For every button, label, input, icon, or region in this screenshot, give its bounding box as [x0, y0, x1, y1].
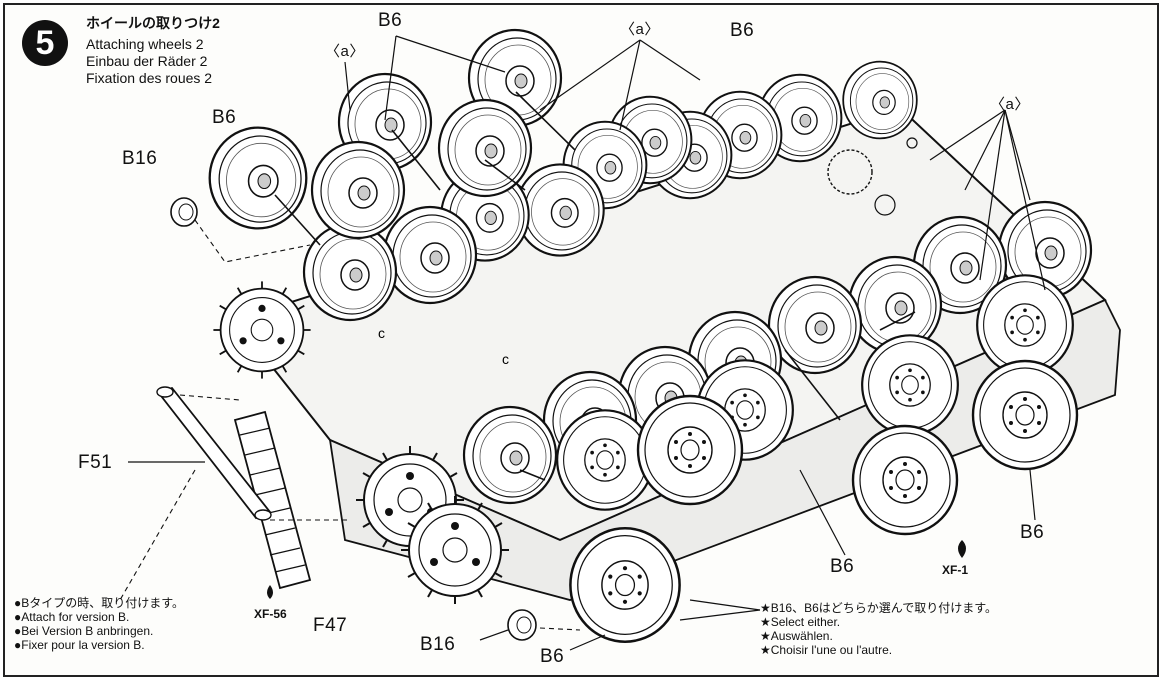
track-part-f47	[233, 410, 312, 590]
note-select-either: ★B16、B6はどちらか選んで取り付けます。 ★Select either. ★…	[760, 601, 997, 657]
note-version-b-de: ●Bei Version B anbringen.	[14, 624, 154, 638]
note-select-en: ★Select either.	[760, 615, 841, 629]
note-version-b-en: ●Attach for version B.	[14, 610, 130, 624]
step-title-fr: Fixation des roues 2	[86, 70, 213, 86]
note-select-de: ★Auswählen.	[760, 629, 833, 643]
step-title-de: Einbau der Räder 2	[86, 53, 208, 69]
label-b6-bottom-center: B6	[830, 556, 855, 577]
label-b6-left: B6	[212, 107, 237, 128]
label-b6-bottom: B6	[540, 646, 565, 667]
paint-drops	[267, 540, 966, 599]
hub-caps	[170, 197, 537, 641]
note-version-b: ●Bタイプの時、取り付けます。 ●Attach for version B. ●…	[14, 596, 184, 652]
dashed-guides	[119, 219, 581, 631]
step-title-en: Attaching wheels 2	[86, 36, 204, 52]
note-version-b-jp: ●Bタイプの時、取り付けます。	[14, 596, 185, 610]
note-select-jp: ★B16、B6はどちらか選んで取り付けます。	[760, 601, 997, 615]
step-title-jp: ホイールの取りつけ2	[86, 15, 220, 31]
label-f51: F51	[78, 452, 113, 473]
leader-lines	[128, 35, 1046, 651]
label-b6-top: B6	[378, 10, 403, 31]
attach-arrows	[274, 91, 916, 481]
label-b16-bottom: B16	[420, 634, 456, 655]
label-a-right: 〈a〉	[990, 96, 1030, 113]
svg-text:c: c	[502, 351, 509, 367]
note-version-b-fr: ●Fixer pour la version B.	[14, 638, 145, 652]
label-b16-left: B16	[122, 148, 158, 169]
label-a-top-left: 〈a〉	[325, 43, 365, 60]
label-f47: F47	[313, 615, 348, 636]
label-b6-top-right: B6	[730, 20, 755, 41]
note-select-fr: ★Choisir l'une ou l'autre.	[760, 643, 893, 657]
label-a-top-center: 〈a〉	[620, 21, 660, 38]
paint-xf1: XF-1	[942, 563, 969, 577]
svg-text:c: c	[378, 325, 385, 341]
label-b6-right: B6	[1020, 522, 1045, 543]
step-number-badge: 5	[22, 20, 68, 66]
paint-xf56: XF-56	[254, 607, 287, 621]
rod-part-f51	[156, 386, 272, 521]
